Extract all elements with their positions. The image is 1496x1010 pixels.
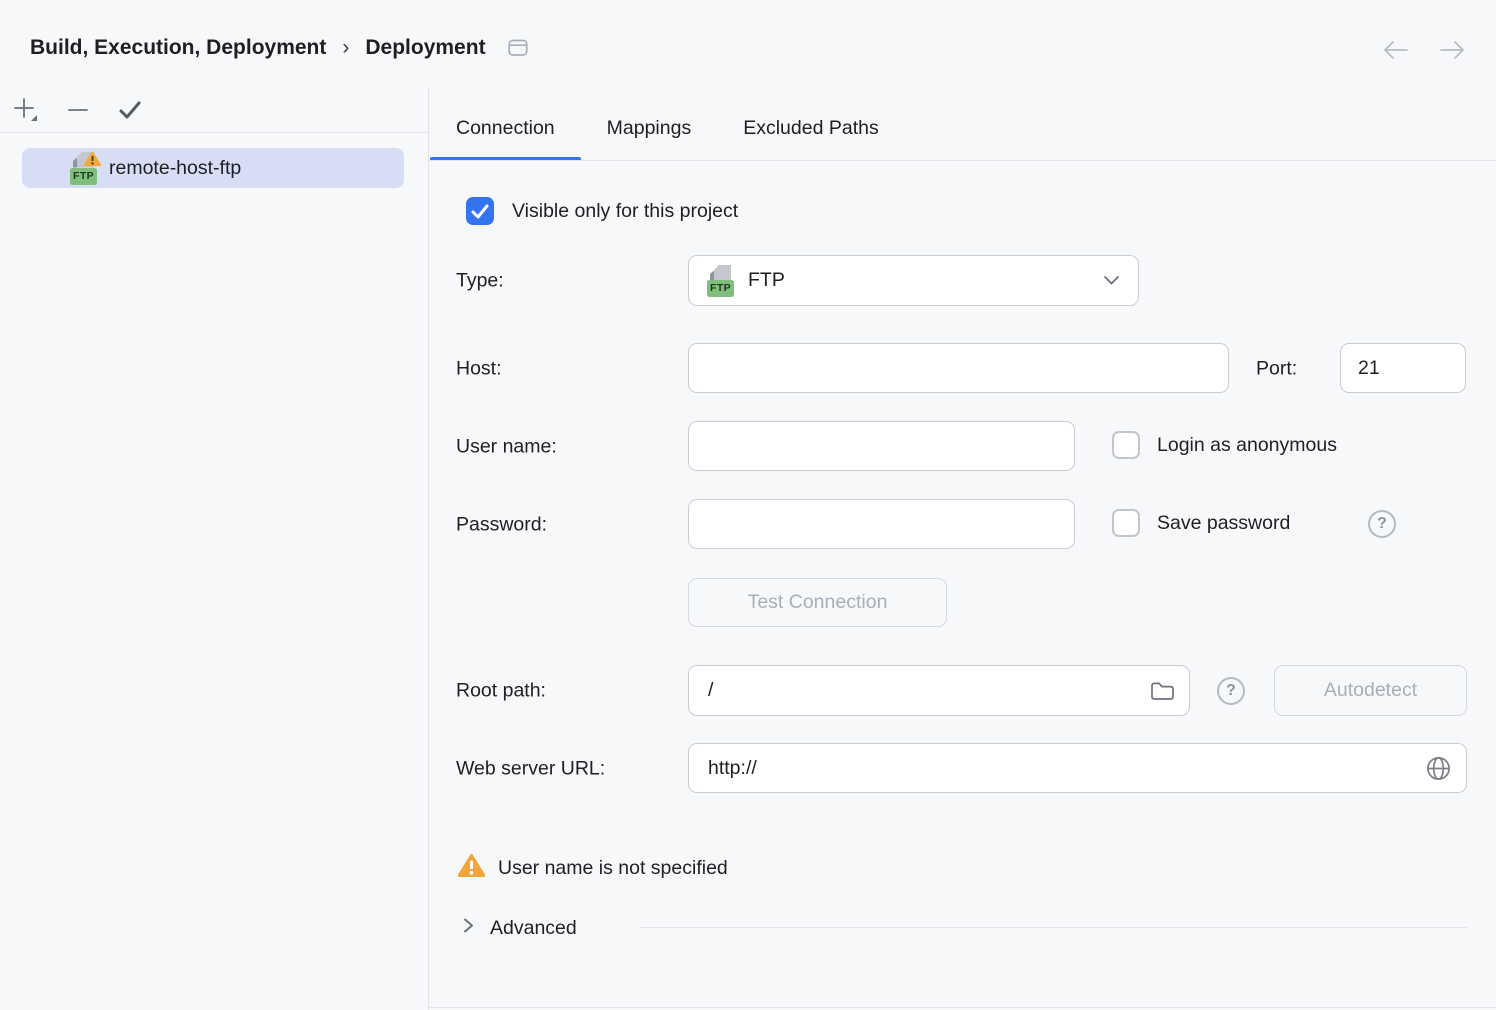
- browse-folder-icon[interactable]: [1136, 680, 1189, 701]
- save-password-help-icon[interactable]: ?: [1368, 510, 1396, 538]
- content-bottom-line: [429, 1007, 1496, 1008]
- chevron-right-icon: [462, 916, 475, 941]
- add-server-button[interactable]: [11, 95, 41, 125]
- type-dropdown[interactable]: FTP FTP: [688, 255, 1139, 306]
- tab-bar-baseline: [429, 160, 1496, 161]
- visible-only-checkbox[interactable]: [466, 197, 494, 225]
- advanced-expander[interactable]: Advanced: [462, 914, 577, 942]
- breadcrumb-chevron-icon: ›: [342, 36, 350, 59]
- breadcrumb-deployment[interactable]: Deployment: [365, 36, 486, 59]
- tab-mappings[interactable]: Mappings: [606, 117, 692, 139]
- save-password-label[interactable]: Save password: [1157, 511, 1291, 534]
- forward-arrow-icon[interactable]: [1439, 38, 1466, 62]
- advanced-separator-line: [640, 927, 1467, 928]
- ftp-type-icon: FTP: [707, 264, 737, 297]
- server-item-label: remote-host-ftp: [109, 156, 242, 179]
- tab-bar: Connection Mappings Excluded Paths: [430, 96, 905, 161]
- host-label: Host:: [456, 357, 502, 380]
- autodetect-button[interactable]: Autodetect: [1274, 665, 1467, 716]
- login-anonymous-checkbox[interactable]: [1112, 431, 1140, 459]
- save-password-checkbox[interactable]: [1112, 509, 1140, 537]
- web-server-url-input[interactable]: [689, 744, 1411, 792]
- visible-only-label[interactable]: Visible only for this project: [512, 199, 739, 222]
- type-selected-value: FTP: [748, 269, 785, 291]
- ftp-server-warning-icon: FTP: [70, 149, 101, 185]
- breadcrumb: Build, Execution, Deployment › Deploymen…: [30, 30, 528, 66]
- root-path-label: Root path:: [456, 679, 546, 702]
- host-input[interactable]: [688, 343, 1229, 393]
- user-name-input[interactable]: [688, 421, 1075, 471]
- history-navigation: [1382, 38, 1466, 62]
- ftp-badge-label: FTP: [707, 280, 735, 297]
- save-password-row: Save password: [1112, 509, 1290, 537]
- advanced-label: Advanced: [490, 916, 577, 939]
- login-anonymous-label[interactable]: Login as anonymous: [1157, 433, 1337, 456]
- sidebar-divider: [428, 88, 429, 1010]
- chevron-down-icon: [1103, 275, 1120, 286]
- server-list-toolbar: [0, 88, 428, 133]
- back-arrow-icon[interactable]: [1382, 38, 1409, 62]
- globe-icon[interactable]: [1411, 755, 1466, 782]
- breadcrumb-build-execution-deployment[interactable]: Build, Execution, Deployment: [30, 36, 327, 59]
- warning-overlay-icon: [84, 149, 101, 172]
- login-anonymous-row: Login as anonymous: [1112, 431, 1337, 459]
- ftp-badge-label: FTP: [70, 168, 98, 185]
- port-input[interactable]: [1340, 343, 1466, 393]
- port-label: Port:: [1256, 357, 1298, 380]
- server-list-item-remote-host-ftp[interactable]: FTP remote-host-ftp: [22, 148, 404, 188]
- web-server-url-label: Web server URL:: [456, 757, 606, 780]
- visible-only-row: Visible only for this project: [466, 197, 738, 225]
- root-path-input[interactable]: [689, 666, 1136, 715]
- test-connection-button[interactable]: Test Connection: [688, 578, 947, 627]
- tab-connection[interactable]: Connection: [430, 96, 581, 161]
- web-server-url-field: [688, 743, 1467, 793]
- use-as-default-button[interactable]: [115, 95, 145, 125]
- remove-server-button[interactable]: [63, 95, 93, 125]
- warning-triangle-icon: [458, 853, 485, 883]
- password-label: Password:: [456, 513, 548, 536]
- type-label: Type:: [456, 269, 504, 292]
- password-input[interactable]: [688, 499, 1075, 549]
- root-path-help-icon[interactable]: ?: [1217, 677, 1245, 705]
- tab-excluded-paths[interactable]: Excluded Paths: [743, 117, 879, 139]
- user-name-label: User name:: [456, 435, 557, 458]
- settings-window-icon: [507, 39, 528, 57]
- warning-text: User name is not specified: [498, 856, 728, 879]
- root-path-field: [688, 665, 1190, 716]
- validation-warning: User name is not specified: [458, 853, 728, 883]
